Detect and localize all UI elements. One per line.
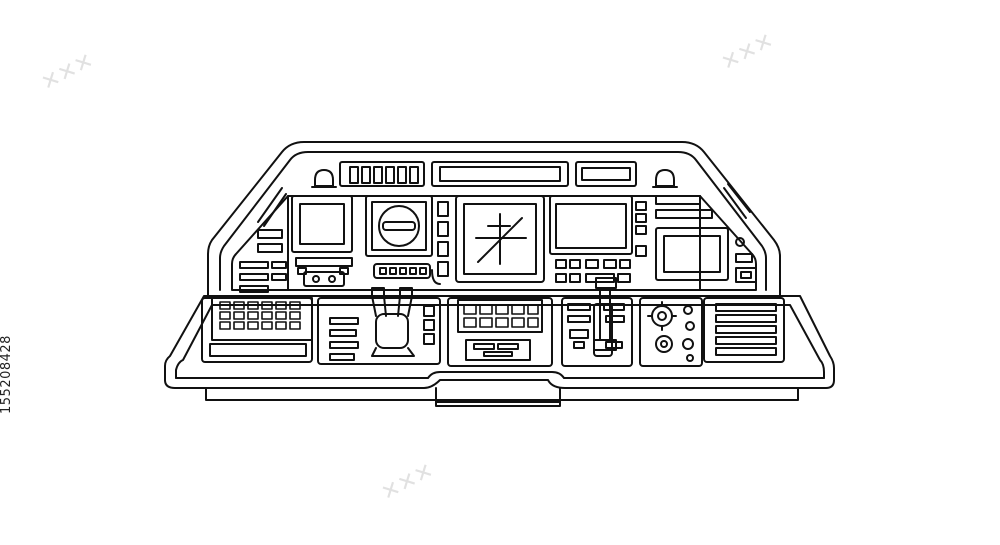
knob-panel [639, 297, 703, 367]
console-base [164, 295, 835, 407]
joystick-icon [371, 287, 415, 357]
keypad-center [463, 304, 539, 328]
knob-icon [647, 301, 677, 331]
console-hood [207, 141, 781, 297]
slider-panel [561, 277, 633, 367]
indicator-column [431, 201, 449, 285]
crosshair-icon [475, 213, 527, 265]
radar-screen [455, 195, 545, 283]
upper-left-panel [239, 195, 353, 293]
top-strip [339, 161, 637, 187]
lower-left-panel [201, 297, 313, 363]
slider-handle [593, 277, 617, 351]
throttle-panel [317, 287, 441, 365]
bell-icon-left [311, 169, 337, 188]
center-keypad-panel [447, 297, 553, 367]
vent-panel [703, 297, 785, 363]
upper-right-buttons [555, 201, 647, 283]
indicator-bars [349, 166, 419, 184]
upper-right-screen [549, 195, 633, 255]
keypad-left [219, 301, 301, 330]
gauge [365, 195, 433, 279]
upper-far-right-panel [655, 195, 757, 283]
bell-icon-right [652, 169, 678, 188]
stock-id-text: 155208428 [0, 335, 14, 414]
